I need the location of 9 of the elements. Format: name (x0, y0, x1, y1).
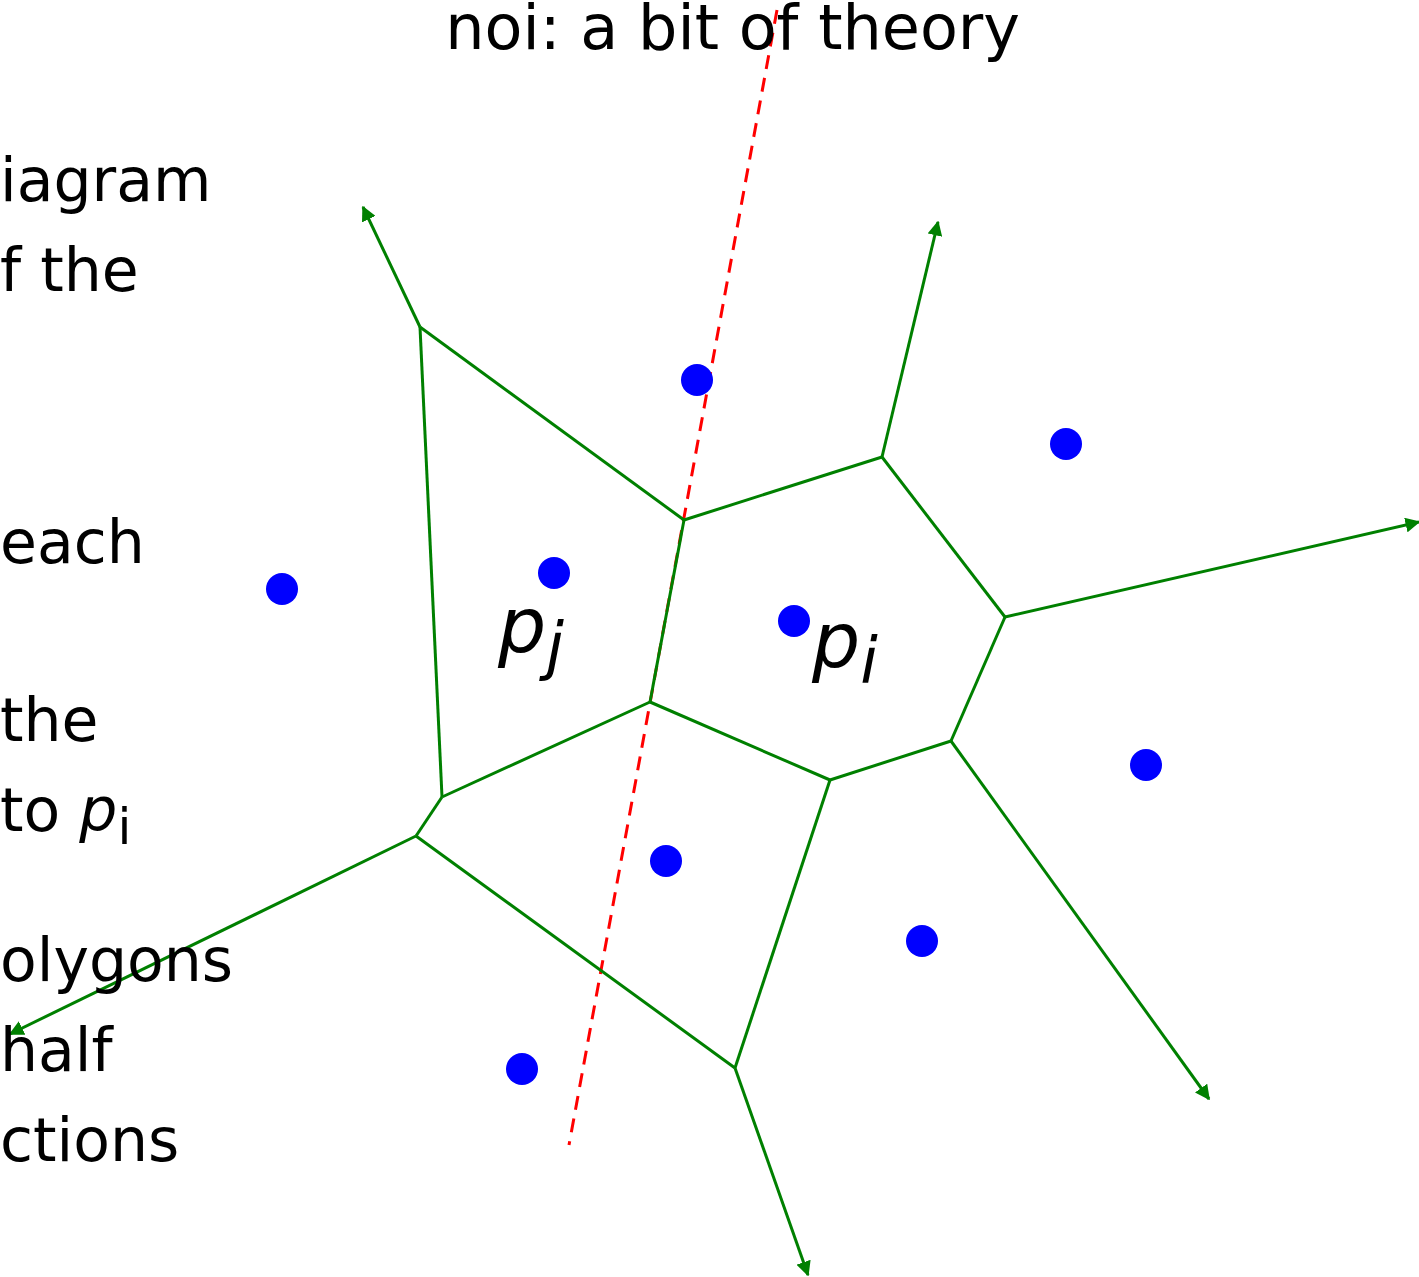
site-label: p$_{j}$ (498, 588, 564, 679)
text-fragment: f the (0, 240, 139, 300)
slide-title: noi: a bit of theory (444, 0, 1021, 63)
text-fragment: each (0, 512, 145, 572)
text-fragment: half (0, 1020, 113, 1080)
text-fragment: ctions (0, 1110, 180, 1170)
text-fragment: to p$_{i}$ (0, 780, 132, 852)
text-fragment: the (0, 690, 99, 750)
site-label: p$_{i}$ (812, 603, 878, 694)
